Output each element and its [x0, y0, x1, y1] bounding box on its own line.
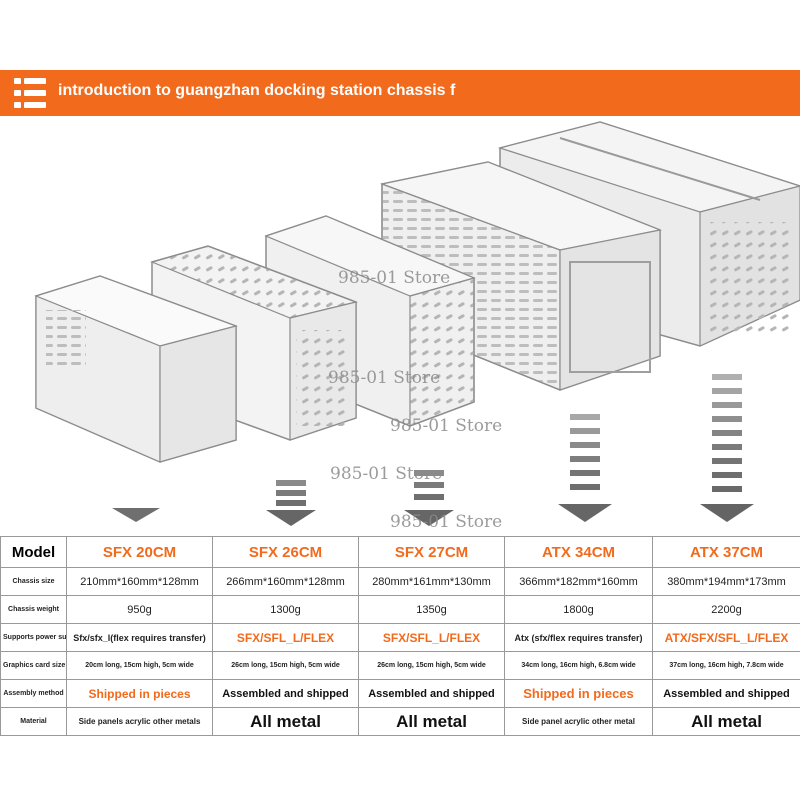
watermark: 985-01 Store [338, 268, 451, 288]
table-cell: 1350g [358, 595, 505, 624]
arrow-down-icon [266, 480, 316, 526]
table-cell: 26cm long, 15cm high, 5cm wide [212, 651, 359, 680]
table-cell: ATX/SFX/SFL_L/FLEX [652, 623, 800, 652]
model-sfx-26cm: SFX 26CM [212, 536, 359, 568]
model-atx-34cm: ATX 34CM [504, 536, 653, 568]
watermark: 985-01 Store [328, 368, 441, 388]
table-header-row: Model SFX 20CM SFX 26CM SFX 27CM ATX 34C… [0, 536, 800, 568]
table-row-chassis-weight: Chassis weight 950g 1300g 1350g 1800g 22… [0, 595, 800, 624]
table-cell: All metal [212, 707, 359, 736]
model-sfx-27cm: SFX 27CM [358, 536, 505, 568]
banner-title: introduction to guangzhan docking statio… [58, 82, 456, 99]
table-cell: 20cm long, 15cm high, 5cm wide [66, 651, 213, 680]
table-cell: 210mm*160mm*128mm [66, 567, 213, 596]
table-cell: All metal [652, 707, 800, 736]
chassis-sfx-20 [34, 275, 238, 463]
table-cell: Sfx/sfx_l(flex requires transfer) [66, 623, 213, 652]
chassis-sfx-27 [264, 215, 476, 427]
row-label: Supports power supply [0, 623, 67, 652]
table-cell: Assembled and shipped [358, 679, 505, 708]
table-cell: Side panels acrylic other metals [66, 707, 213, 736]
arrow-down-icon [558, 414, 612, 522]
arrow-down-icon [700, 374, 754, 522]
row-label: Graphics card size [0, 651, 67, 680]
table-cell: SFX/SFL_L/FLEX [358, 623, 505, 652]
row-label: Chassis size [0, 567, 67, 596]
table-cell: Shipped in pieces [504, 679, 653, 708]
header-model-label: Model [0, 536, 67, 568]
table-cell: Side panel acrylic other metal [504, 707, 653, 736]
watermark: 985-01 Store [390, 416, 503, 436]
arrow-down-icon [112, 508, 160, 522]
table-cell: 2200g [652, 595, 800, 624]
table-row-material: Material Side panels acrylic other metal… [0, 707, 800, 736]
chassis-product-photo [34, 121, 800, 526]
table-cell: 366mm*182mm*160mm [504, 567, 653, 596]
row-label: Chassis weight [0, 595, 67, 624]
watermark: 985-01 Store [330, 464, 443, 484]
table-cell: Shipped in pieces [66, 679, 213, 708]
table-cell: 1300g [212, 595, 359, 624]
row-label: Material [0, 707, 67, 736]
table-cell: 26cm long, 15cm high, 5cm wide [358, 651, 505, 680]
header-banner: introduction to guangzhan docking statio… [0, 70, 800, 116]
table-cell: Assembled and shipped [212, 679, 359, 708]
chassis-atx-34 [379, 161, 663, 391]
table-cell: All metal [358, 707, 505, 736]
table-cell: 34cm long, 16cm high, 6.8cm wide [504, 651, 653, 680]
table-cell: 1800g [504, 595, 653, 624]
table-cell: Assembled and shipped [652, 679, 800, 708]
model-atx-37cm: ATX 37CM [652, 536, 800, 568]
table-cell: Atx (sfx/flex requires transfer) [504, 623, 653, 652]
model-sfx-20cm: SFX 20CM [66, 536, 213, 568]
table-cell: 280mm*161mm*130mm [358, 567, 505, 596]
arrow-down-icon [404, 470, 454, 526]
table-row-chassis-size: Chassis size 210mm*160mm*128mm 266mm*160… [0, 567, 800, 596]
watermark: 985-01 Store [390, 512, 503, 532]
table-row-assembly: Assembly method Shipped in pieces Assemb… [0, 679, 800, 708]
table-cell: 37cm long, 16cm high, 7.8cm wide [652, 651, 800, 680]
table-row-graphics-card: Graphics card size 20cm long, 15cm high,… [0, 651, 800, 680]
row-label: Assembly method [0, 679, 67, 708]
table-row-power-supply: Supports power supply Sfx/sfx_l(flex req… [0, 623, 800, 652]
menu-list-icon [14, 78, 48, 108]
table-cell: 266mm*160mm*128mm [212, 567, 359, 596]
table-cell: 950g [66, 595, 213, 624]
table-cell: SFX/SFL_L/FLEX [212, 623, 359, 652]
table-cell: 380mm*194mm*173mm [652, 567, 800, 596]
spec-table: Model SFX 20CM SFX 26CM SFX 27CM ATX 34C… [0, 536, 800, 736]
